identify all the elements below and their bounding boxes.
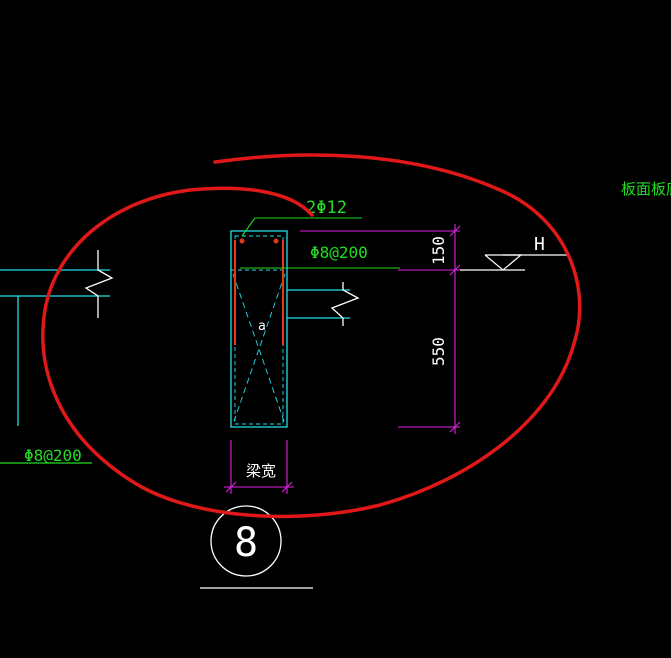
side-note: 板面板底 — [621, 180, 671, 198]
detail-callout-circle — [210, 505, 282, 577]
elevation-mark: H — [534, 234, 545, 255]
beam-cross-2 — [232, 273, 286, 425]
top-rebar-left — [239, 238, 245, 244]
vertical-dimensions — [300, 224, 461, 434]
top-rebar-label: 2Φ12 — [306, 198, 347, 218]
detail-number: 8 — [234, 520, 258, 566]
left-break-line — [84, 250, 114, 318]
left-slab-rebar-label: Φ8@200 — [24, 446, 82, 465]
beam-width-label: 梁宽 — [246, 462, 276, 480]
right-slab — [287, 289, 350, 319]
left-slab — [0, 269, 110, 426]
dimension-550: 550 — [429, 337, 448, 366]
section-tag: a — [258, 319, 266, 334]
beam-outline — [230, 230, 288, 428]
red-markup-ellipse — [41, 153, 582, 519]
beam-cross-1 — [232, 273, 286, 425]
dimension-150: 150 — [429, 236, 448, 265]
elevation-symbol — [460, 254, 570, 271]
top-rebar-right — [273, 238, 279, 244]
beam-section: a — [230, 230, 288, 428]
right-break-line — [330, 282, 360, 326]
beam-width-dimension — [224, 440, 294, 494]
stirrup-label: Φ8@200 — [310, 243, 368, 262]
top-rebar-leader — [241, 217, 362, 237]
